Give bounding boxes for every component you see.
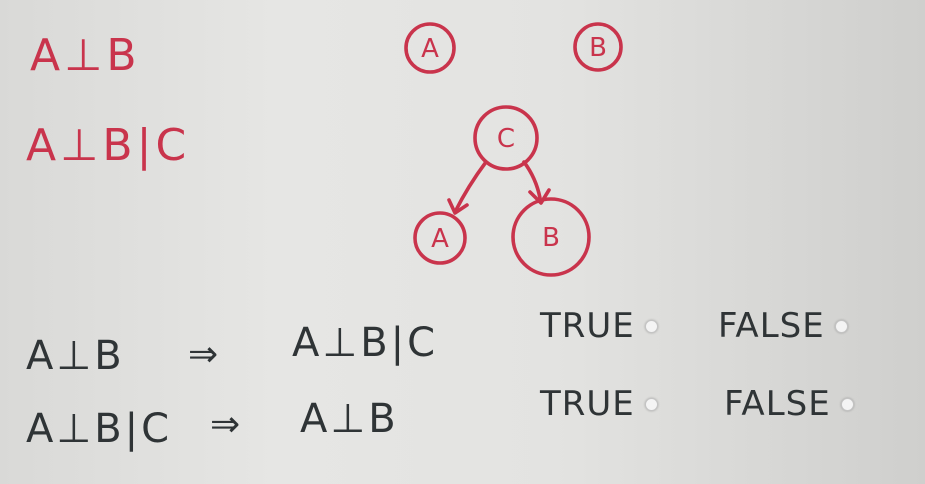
q2-false-label: FALSE [724, 384, 831, 424]
edge-c-to-b [522, 160, 551, 205]
svg-text:A: A [421, 34, 439, 64]
edge-c-to-a [447, 160, 488, 215]
svg-text:B: B [589, 33, 607, 63]
svg-text:A: A [431, 224, 449, 254]
q2-true-option[interactable]: TRUE [540, 384, 658, 424]
q1-premise: A⊥B [26, 333, 125, 379]
q2-conclusion: A⊥B [300, 396, 399, 442]
graph1-node-b: B [573, 22, 623, 72]
conditional-independence-label: A⊥B|C [26, 120, 191, 171]
q1-true-option[interactable]: TRUE [540, 306, 658, 346]
graph2-node-b: B [511, 197, 591, 277]
q2-false-option[interactable]: FALSE [724, 384, 854, 424]
q1-true-label: TRUE [540, 306, 635, 346]
q2-premise: A⊥B|C [26, 406, 173, 452]
graph2-node-c: C [473, 105, 539, 171]
q2-implies-arrow: ⇒ [210, 404, 241, 445]
q2-true-radio[interactable] [644, 397, 658, 411]
svg-text:C: C [497, 124, 515, 154]
svg-text:B: B [542, 223, 560, 253]
q1-implies-arrow: ⇒ [188, 334, 219, 375]
q1-true-radio[interactable] [644, 319, 658, 333]
graph2-node-a: A [413, 211, 467, 265]
q2-false-radio[interactable] [840, 397, 854, 411]
q1-false-radio[interactable] [834, 319, 848, 333]
q1-conclusion: A⊥B|C [292, 320, 439, 366]
q2-true-label: TRUE [540, 384, 635, 424]
marginal-independence-label: A⊥B [30, 30, 141, 81]
q1-false-label: FALSE [718, 306, 825, 346]
graph1-node-a: A [404, 22, 456, 74]
q1-false-option[interactable]: FALSE [718, 306, 848, 346]
